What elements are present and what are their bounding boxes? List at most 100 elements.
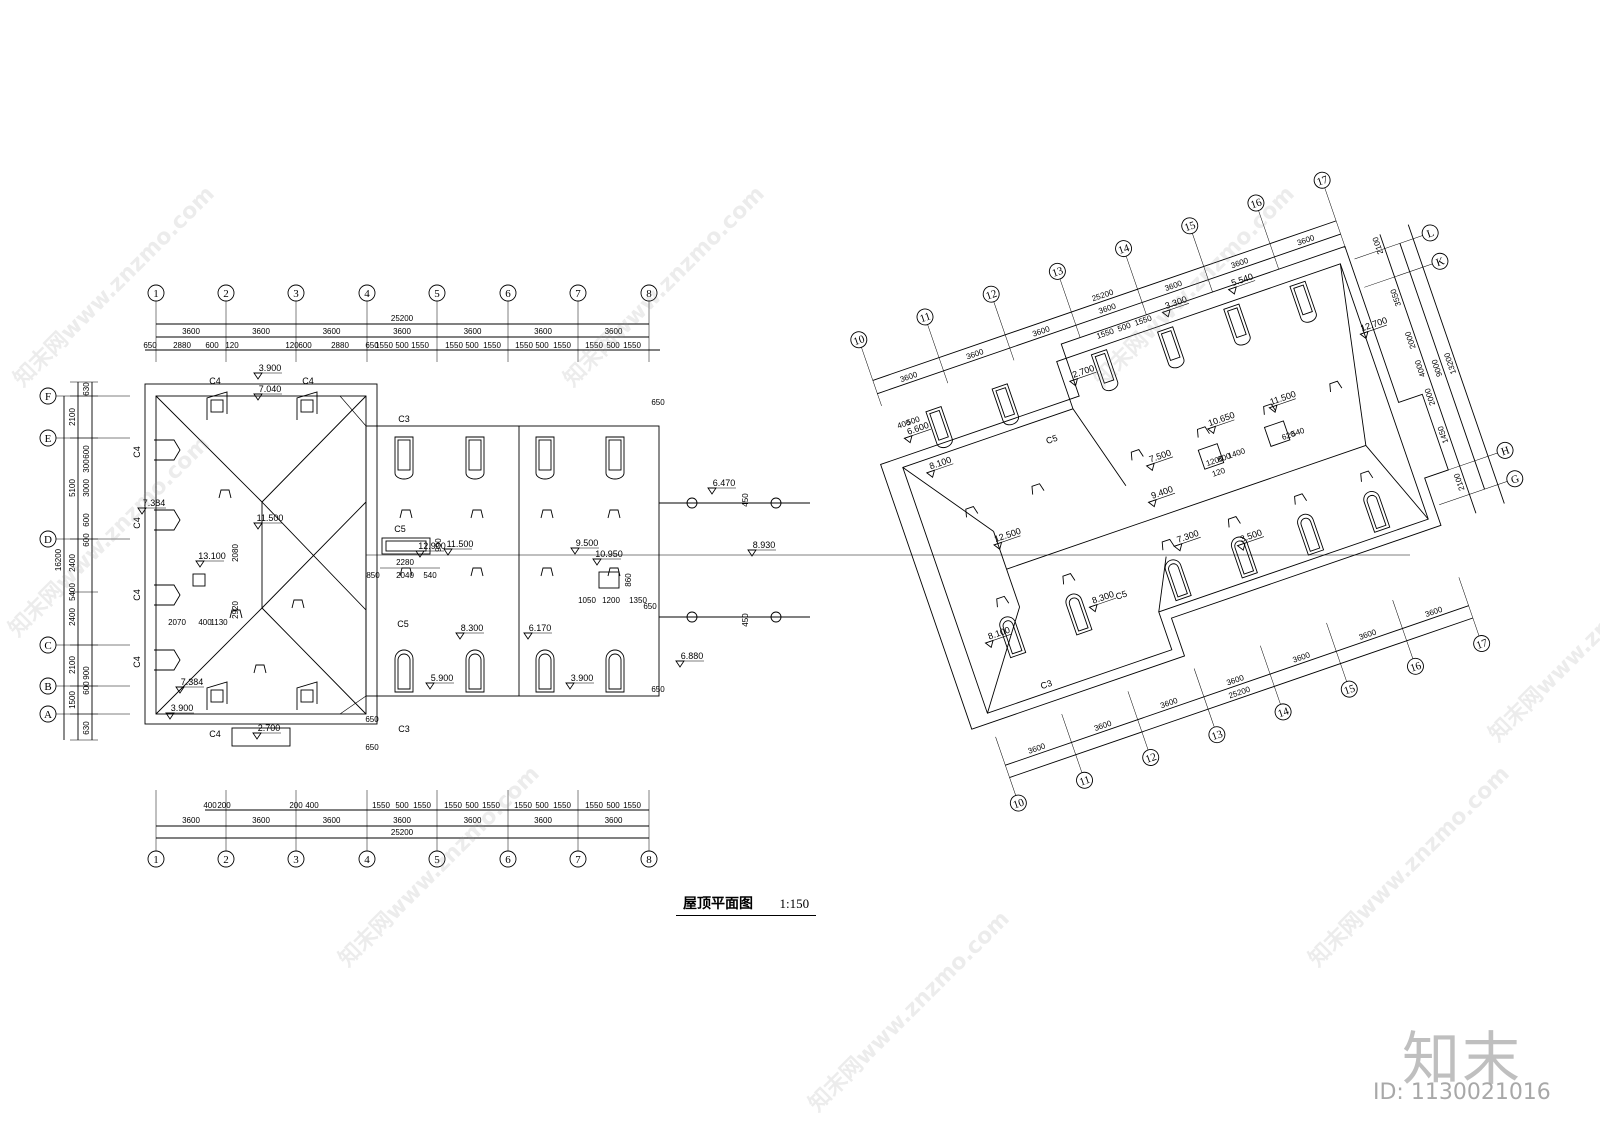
window-top-0-inner [929,409,949,441]
dim-left-1: 5100 [68,479,77,497]
elev-right-8-value: 7.500 [1148,448,1173,465]
entrance-canopy [231,727,291,747]
axis-row-L-label: L [1425,227,1436,241]
axis-col-top-12-label: 12 [984,288,998,303]
roof-vent-right-11 [1360,470,1374,482]
axis-col-line-top-17 [1324,187,1346,247]
axis-col-bottom-16-circle [1407,657,1424,675]
axis-col-top-13-label: 13 [1051,265,1066,280]
axis-row-H-label: H [1500,444,1511,458]
roof-vent-right-8 [1161,538,1175,551]
elev-right-8-leader [1146,456,1174,467]
axis-col-top-3-label: 3 [293,288,299,300]
axis-row-A-label: A [44,709,52,721]
chimney-right [598,571,620,589]
window-c3-bottom-1-inner [468,653,482,690]
axis-row-G-label: G [1509,473,1520,487]
dim-line-bays-top [877,233,1341,395]
dim-sub-top-11: 1550 [445,341,463,350]
dim-sub-top-12: 500 [465,341,479,350]
dim-sub-top-6: 2880 [331,341,349,350]
axis-col-top-7-label: 7 [575,288,581,300]
axis-col-bottom-11-label: 11 [1078,774,1092,789]
axis-col-bottom-5-label: 5 [434,854,440,866]
dim-sub-top-19: 1550 [623,341,641,350]
window-top-5-inner [1293,284,1313,316]
axis-col-bottom-1-label: 1 [153,854,159,866]
dim-misc-3: 540 [423,571,437,580]
elev-left-10-marker [523,632,533,640]
chimney-right-1 [1197,443,1225,470]
dim-bay-bottom-5: 3600 [1358,627,1378,641]
elev-left-12-value: 3.900 [571,673,594,683]
dim-sub-bottom-7: 1550 [444,801,462,810]
elev-right-11-leader [1148,492,1176,503]
roof-vent-3 [607,509,621,519]
window-c3-top-2-inner [538,439,552,471]
axis-col-top-8-label: 8 [646,288,652,300]
elev-left-6-value: 11.500 [447,539,474,549]
dim-misc-2: 850 [366,571,380,580]
axis-col-line-top-12 [993,301,1015,361]
elev-right-12-value: 7.300 [1175,528,1200,545]
window-label-7: C3 [398,414,410,424]
window-c3-bottom-0 [394,649,414,693]
dim-bay-top-6: 3600 [1296,233,1316,247]
dim-misc-5: 2080 [231,544,240,562]
dim-misc-8: 1350 [629,596,647,605]
roof-left-hip-2 [261,395,367,503]
axis-row-line-G [1439,481,1508,506]
elev-right-9-value: 10.650 [1207,410,1236,428]
dim-left-5: 2100 [68,656,77,674]
dormer-c4-glass-1 [300,399,314,413]
axis-col-top-4-label: 4 [364,288,370,300]
dim-bay-bottom-0: 3600 [1027,741,1047,755]
dim-bay-top-2: 3600 [323,327,341,336]
dim-side-4: 2000 [1423,386,1437,406]
dim-bay-top-3: 3600 [393,327,411,336]
window-label-2: C4 [132,446,142,458]
brand-id: ID: 1130021016 [1373,1080,1551,1105]
dim-bay-bottom-3: 3600 [393,816,411,825]
axis-col-line-bottom-15 [1326,622,1347,682]
roof-right-hip-1 [902,467,994,532]
axis-col-line-top-11 [927,324,949,384]
dim-sub-bottom-5: 500 [395,801,409,810]
dim-bay-bottom-2: 3600 [1159,696,1179,710]
elev-right-3-leader [985,633,1013,644]
window-top-2 [1090,349,1119,392]
elev-left-0-marker [253,372,263,380]
dim-sub-right-0: 1550 [1095,326,1115,340]
right-roof-plan: 10101111121213131414151516161717LKHG2520… [850,171,1524,812]
dim-left-6: 1500 [68,691,77,709]
roof-right-hip-4 [1365,445,1429,520]
elev-connector-2-marker [675,660,685,668]
window-c3-top-2 [535,436,555,480]
roof-vent-right-3 [1196,426,1210,438]
axis-row-line-K [1364,263,1433,288]
axis-col-top-1-label: 1 [153,288,159,300]
dim-sub-top-10: 1550 [411,341,429,350]
dim-misc-15: 650 [651,685,665,694]
dormer-c4-1 [296,391,318,420]
connector-node-1 [686,497,698,509]
axis-col-line-bottom-14 [1260,645,1281,705]
elev-left-12-marker [565,682,575,690]
roof-vent-right-2 [1130,449,1144,461]
elev-connector-1-value: 8.930 [753,540,776,550]
dim-sub-top-14: 1550 [515,341,533,350]
window-bottom-5 [1363,491,1391,533]
roof-vent-left-0 [218,489,232,499]
roof-vent-right-4 [1263,403,1277,415]
title-underline [676,915,816,916]
window-c3-bottom-3 [605,649,625,693]
dim-sub-bottom-3: 400 [305,801,319,810]
axis-row-B-label: B [44,681,51,693]
window-label-4: C4 [132,589,142,601]
window-bottom-4 [1297,513,1325,556]
elev-left-14-value: 3.900 [171,703,194,713]
connector-node-2 [770,497,782,509]
dim-bay-bottom-6: 3600 [1424,605,1444,619]
chimney-left [192,573,206,587]
